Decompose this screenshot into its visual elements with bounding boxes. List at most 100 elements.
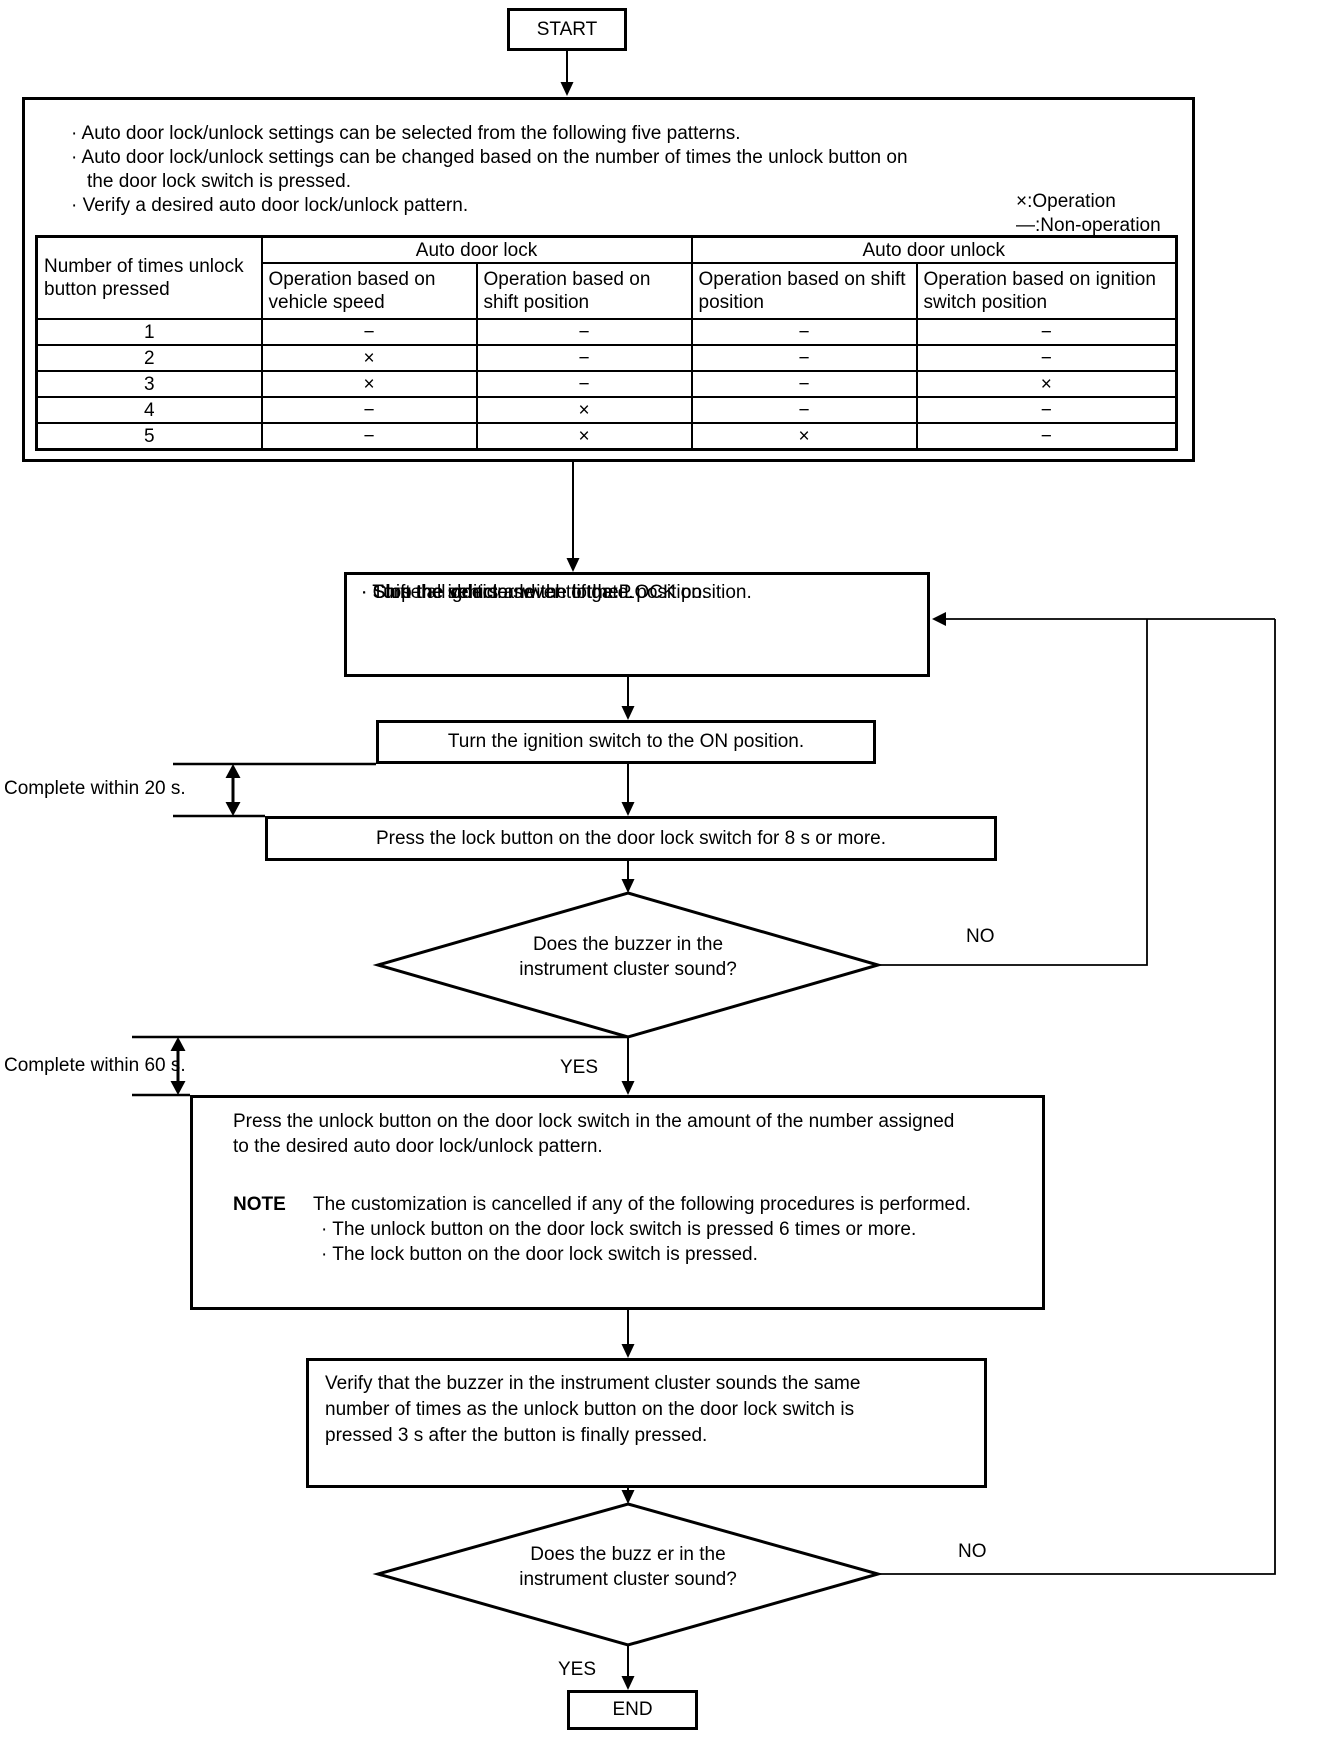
decision1-line1: Does the buzzer in the [532,934,724,955]
mark-cell: − [915,396,1178,424]
verify-buzzer-node: Verify that the buzzer in the instrument… [306,1358,987,1488]
presses-cell: 4 [35,396,263,424]
column-header-shift-position-unlock: Operation based on shift position [690,262,918,320]
column-header-vehicle-speed: Operation based on vehicle speed [260,262,478,320]
arrow-ignition-on-to-press-lock [621,764,635,816]
intro-bullet-2: · Auto door lock/unlock settings can be … [71,147,908,168]
no-path-decision2 [878,619,1276,1575]
yes-label-1: YES [560,1057,599,1078]
arrow-press-unlock-to-verify [621,1310,635,1358]
ignition-on-node: Turn the ignition switch to the ON posit… [376,720,876,764]
mark-cell: − [690,344,918,372]
table-row-header: Number of times unlock button pressed [35,235,263,320]
arrow-prepare-to-ignition-on [621,677,635,720]
mark-cell: × [260,370,478,398]
yes-label-2: YES [558,1659,597,1680]
press-unlock-line2: to the desired auto door lock/unlock pat… [233,1136,603,1157]
no-label-1: NO [966,926,995,947]
mark-cell: − [260,318,478,346]
return-arrow-to-prepare [932,612,1275,626]
table-row: 4 − × − − [35,396,1178,424]
note-bullet-2: · The lock button on the door lock switc… [321,1244,758,1265]
mark-cell: − [915,422,1178,451]
no-path-decision1 [878,619,1148,966]
mark-cell: − [690,318,918,346]
arrow-decision2-to-end [621,1645,635,1690]
mark-cell: − [690,370,918,398]
group-auto-door-lock: Auto door lock [260,235,693,264]
no-label-2: NO [958,1541,987,1562]
decision1-line2: instrument cluster sound? [519,959,737,980]
mark-cell: × [475,422,693,451]
press-lock-node: Press the lock button on the door lock s… [265,816,997,861]
ignition-on-text: Turn the ignition switch to the ON posit… [447,731,805,752]
decision1-node: Does the buzzer in the instrument cluste… [458,932,798,982]
mark-cell: − [915,318,1178,346]
mark-cell: − [475,318,693,346]
decision2-node: Does the buzz er in the instrument clust… [458,1542,798,1592]
presses-cell: 5 [35,422,263,451]
prepare-step: · Close all doors and the liftgate. [361,582,634,603]
note-label: NOTE [233,1194,286,1215]
complete-20s-label: Complete within 20 s. [4,778,186,799]
end-node: END [567,1690,698,1730]
presses-cell: 2 [35,344,263,372]
arrow-intro-to-prepare [566,462,580,572]
table-row: 2 × − − − [35,344,1178,372]
mark-cell: × [915,370,1178,398]
verify-line1: Verify that the buzzer in the instrument… [325,1373,861,1394]
press-lock-text: Press the lock button on the door lock s… [375,827,887,849]
arrow-decision1-to-press-unlock [621,1037,635,1095]
press-unlock-line1: Press the unlock button on the door lock… [233,1111,955,1132]
end-label: END [612,1699,653,1720]
double-arrow-20s [225,764,241,816]
start-label: START [536,18,598,40]
double-arrow-60s [170,1037,186,1095]
table-group-header-row: Number of times unlock button pressed Au… [35,235,1178,320]
note-bullet-1: · The unlock button on the door lock swi… [321,1219,917,1240]
decision2-line2: instrument cluster sound? [519,1569,737,1590]
intro-node: · Auto door lock/unlock settings can be … [22,97,1195,462]
intro-bullet-2-cont: the door lock switch is pressed. [87,171,352,192]
legend-operation: ×:Operation [1016,191,1116,212]
verify-line2: number of times as the unlock button on … [325,1399,855,1420]
complete-60s-label: Complete within 60 s. [4,1055,186,1076]
decision1-diamond [372,891,884,1039]
start-node: START [507,8,627,51]
intro-bullet-1: · Auto door lock/unlock settings can be … [71,123,741,144]
press-unlock-node: Press the unlock button on the door lock… [190,1095,1045,1310]
verify-line3: pressed 3 s after the button is finally … [325,1425,708,1446]
prepare-step: · Turn the ignition switch to the LOCK p… [361,582,752,603]
mark-cell: − [475,344,693,372]
note-text: The customization is cancelled if any of… [313,1194,971,1215]
table-sub-header-row: Operation based on vehicle speed Operati… [37,262,1178,320]
arrow-verify-to-decision2 [621,1488,635,1504]
mark-cell: − [915,344,1178,372]
mark-cell: − [475,370,693,398]
column-header-shift-position-lock: Operation based on shift position [475,262,693,320]
group-auto-door-unlock: Auto door unlock [690,235,1178,264]
decision2-line1: Does the buzz er in the [530,1544,726,1565]
presses-cell: 1 [35,318,263,346]
mark-cell: − [260,396,478,424]
decision2-diamond [372,1502,884,1647]
table-row: 1 − − − − [35,318,1178,346]
presses-cell: 3 [35,370,263,398]
prepare-step: · Stop the vehicle. [361,582,514,603]
mark-cell: × [475,396,693,424]
intro-bullet-3: · Verify a desired auto door lock/unlock… [71,195,469,216]
arrow-press-lock-to-decision1 [621,861,635,893]
arrow-start-to-intro [560,51,574,96]
prepare-step: · Shift the selector lever to the P posi… [361,582,708,603]
mark-cell: × [690,422,918,451]
table-row: 5 − × × − [35,422,1178,451]
mark-cell: − [690,396,918,424]
legend-non-operation: —:Non-operation [1016,215,1161,236]
column-header-ignition-switch: Operation based on ignition switch posit… [915,262,1178,320]
prepare-node: · Stop the vehicle. · Shift the selector… [344,572,930,677]
table-row: 3 × − − × [35,370,1178,398]
mark-cell: − [260,422,478,451]
mark-cell: × [260,344,478,372]
